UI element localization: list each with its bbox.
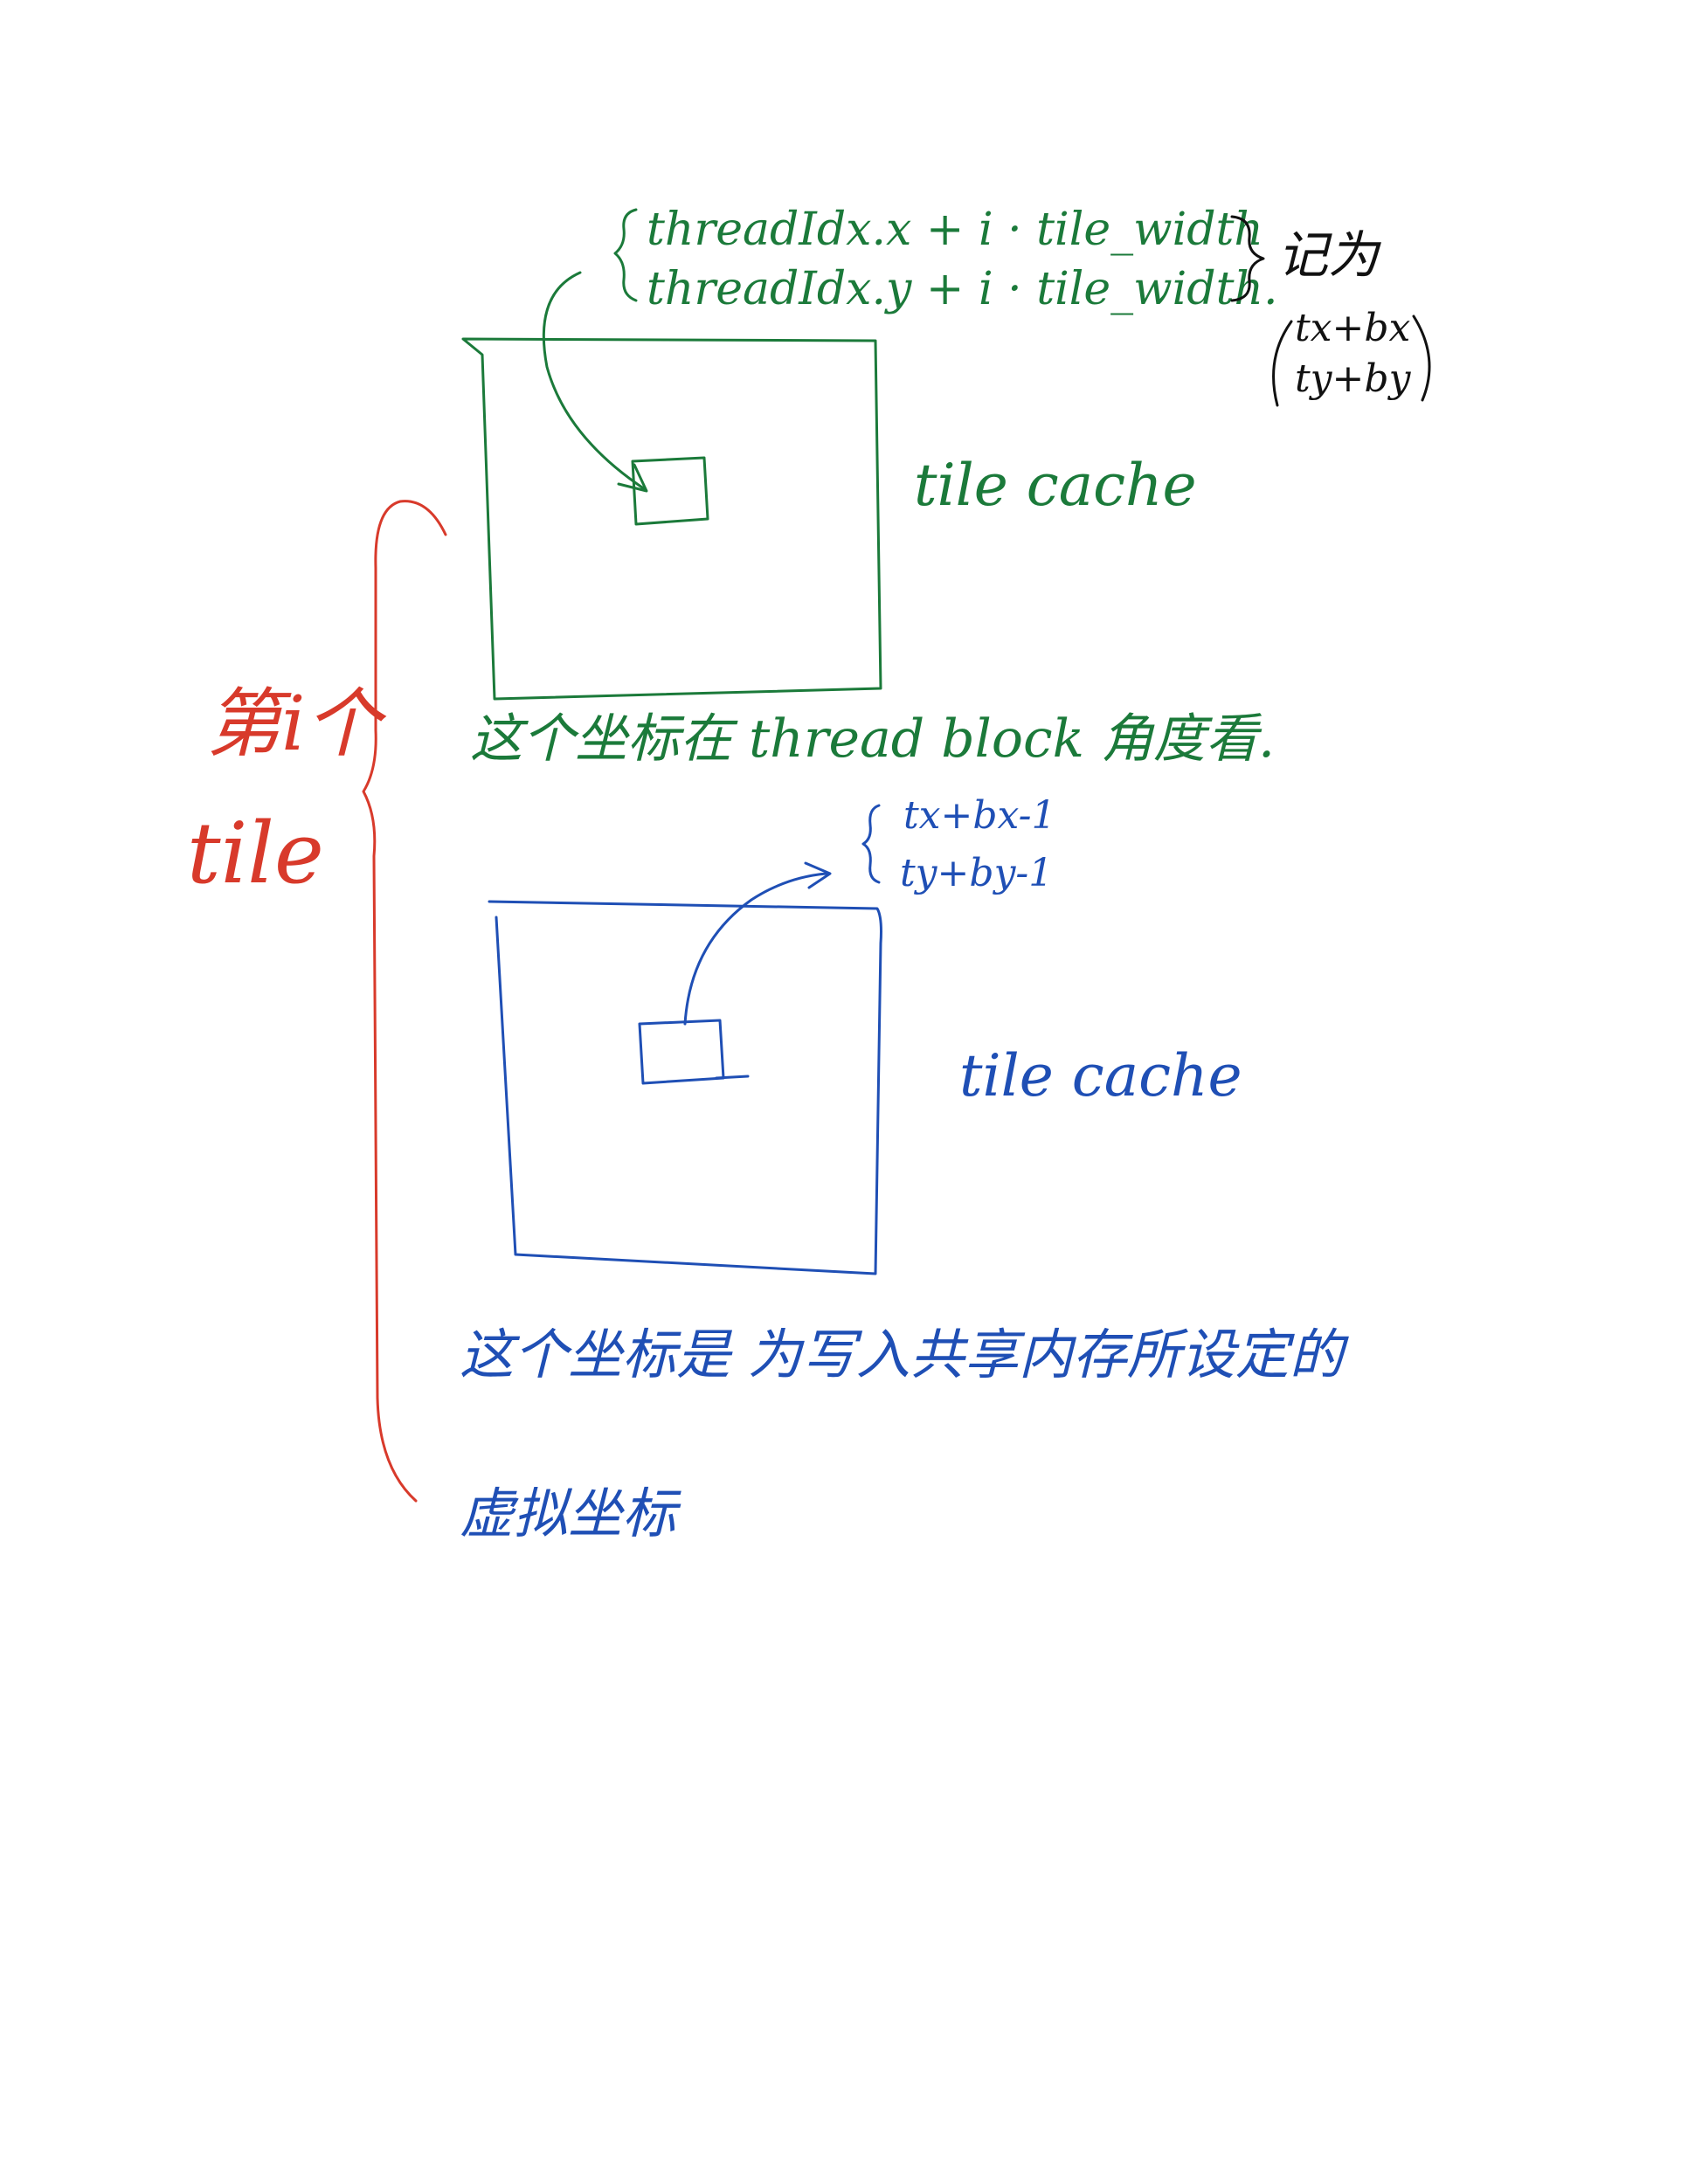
- side-label-line1: 第i个: [206, 681, 387, 768]
- top-caption: 这个坐标在 thread block 角度看.: [470, 708, 1275, 770]
- bottom-pointer-arrow: [683, 872, 828, 1026]
- side-label: 第i个 tile: [187, 500, 447, 1503]
- bottom-pointer-arrowhead: [804, 861, 832, 889]
- bottom-formula-line1: tx+bx-1: [903, 793, 1055, 838]
- bottom-formula-line2: ty+by-1: [900, 851, 1053, 895]
- bottom-tile-square: [488, 900, 882, 1275]
- bottom-caption-line2: 虚拟坐标: [460, 1482, 681, 1545]
- top-section: threadIdx.x + i · tile_width threadIdx.y…: [461, 204, 1431, 770]
- alias-label: 记为: [1277, 225, 1381, 285]
- bottom-formula-brace: [861, 804, 881, 884]
- top-formula-brace: [613, 208, 638, 302]
- alias-paren-left: [1272, 320, 1293, 407]
- alias-paren-right: [1412, 314, 1431, 402]
- top-formula-line1: threadIdx.x + i · tile_width: [647, 204, 1263, 256]
- side-brace: [362, 500, 447, 1503]
- side-label-line2: tile: [187, 805, 324, 902]
- alias-line1: tx+bx: [1295, 306, 1411, 350]
- bottom-tile-label: tile cache: [959, 1042, 1242, 1109]
- alias-brace: [1230, 215, 1265, 302]
- top-thread-cell: [631, 456, 709, 526]
- top-pointer-arrowhead: [617, 463, 648, 493]
- bottom-thread-cell: [638, 1019, 725, 1085]
- top-tile-square: [461, 337, 882, 701]
- bottom-caption-line1: 这个坐标是 为写入共享内存所设定的: [460, 1323, 1350, 1386]
- bottom-section: tx+bx-1 ty+by-1 tile cache 这个坐标是 为写入共享内存…: [460, 793, 1350, 1545]
- top-tile-label: tile cache: [914, 452, 1197, 519]
- top-pointer-arrow: [542, 271, 647, 491]
- top-formula-line2: threadIdx.y + i · tile_width.: [647, 263, 1278, 315]
- bottom-thread-cell-tick: [715, 1075, 750, 1080]
- alias-line2: ty+by: [1295, 356, 1412, 401]
